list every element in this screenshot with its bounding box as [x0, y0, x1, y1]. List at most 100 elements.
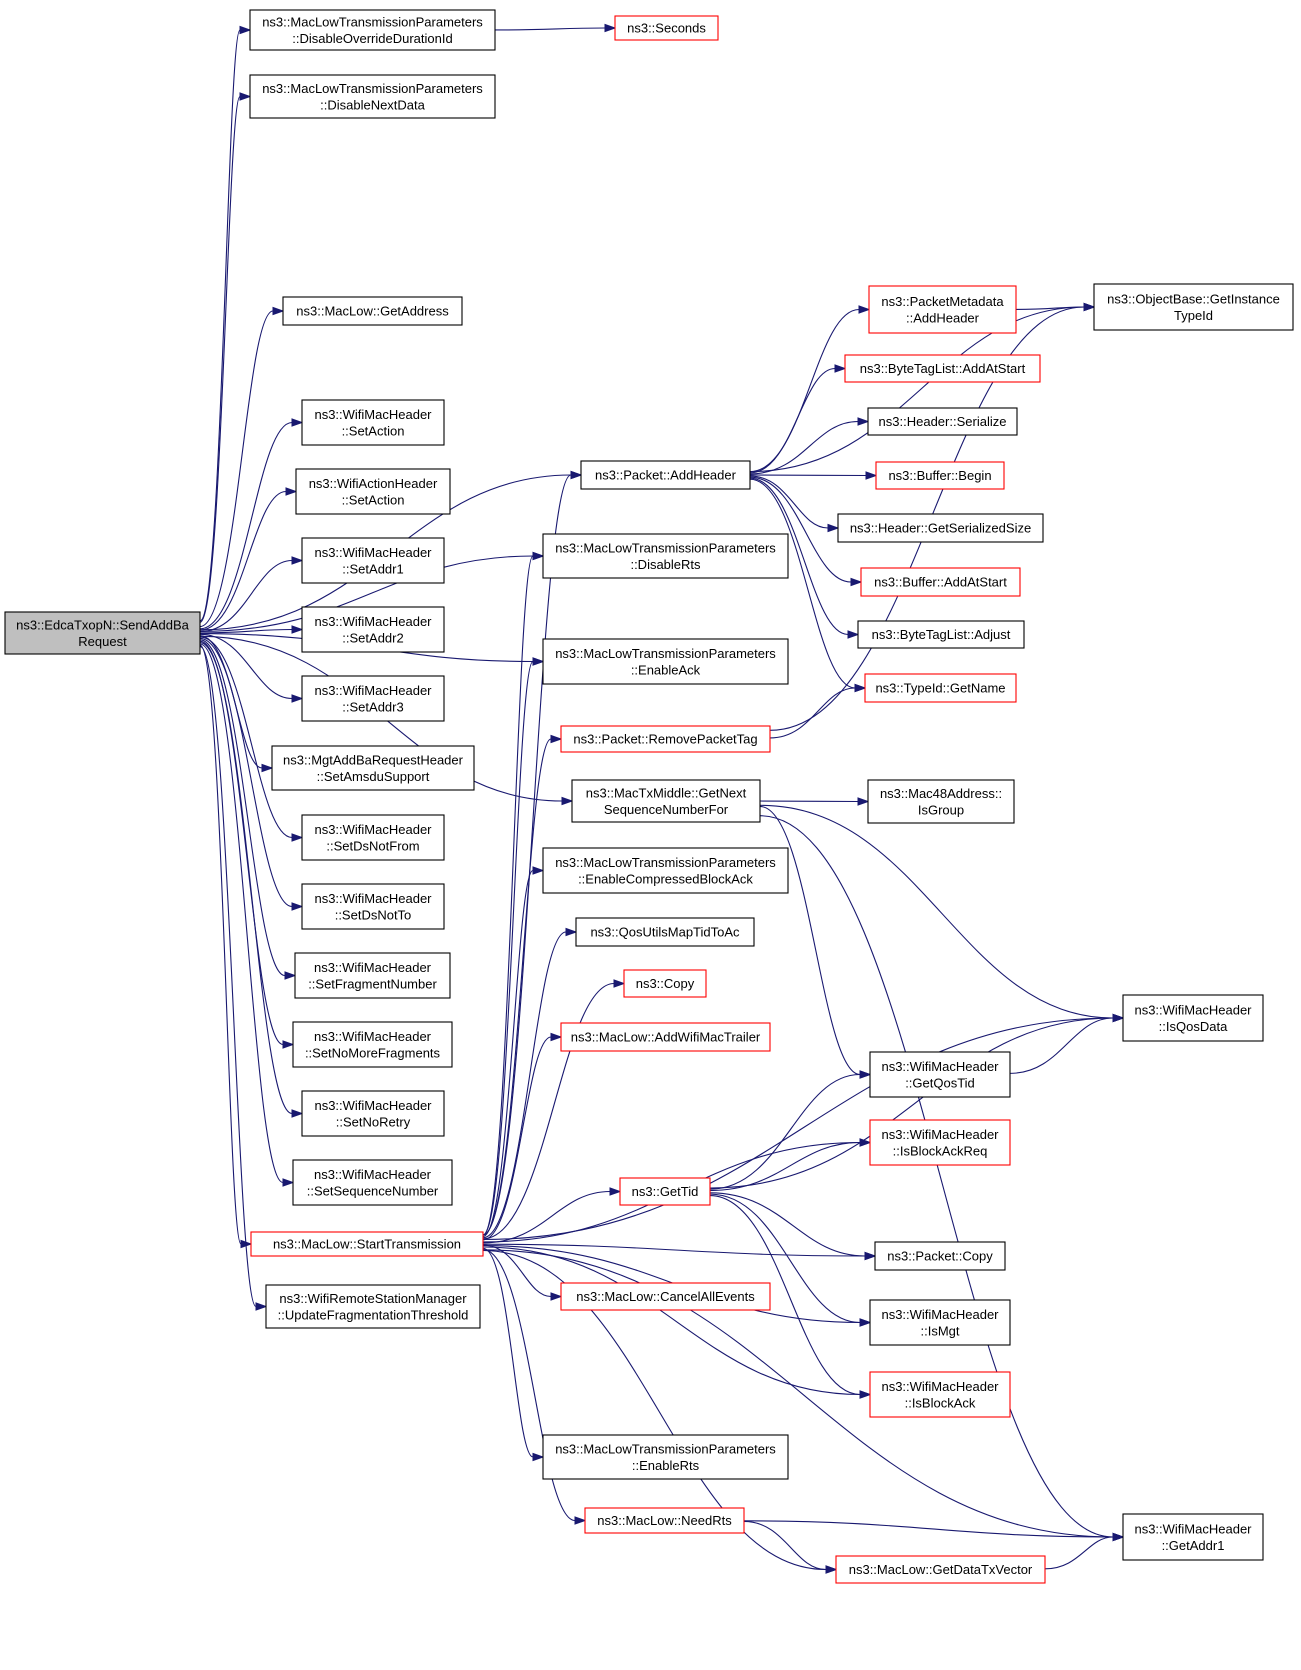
node-box: [560, 1282, 771, 1311]
node-disable-rts[interactable]: ns3::MacLowTransmissionParameters::Disab…: [542, 533, 789, 579]
node-label-line: ns3::ByteTagList::AddAtStart: [860, 361, 1026, 376]
node-start-transmission[interactable]: ns3::MacLow::StartTransmission: [250, 1231, 484, 1257]
node-set-sequence-number[interactable]: ns3::WifiMacHeader::SetSequenceNumber: [292, 1159, 453, 1206]
edge-line: [759, 815, 1114, 1538]
edge-line: [709, 1195, 861, 1396]
edge-line: [482, 1249, 827, 1571]
node-packet-add-header[interactable]: ns3::Packet::AddHeader: [580, 460, 751, 490]
edge-get-next-seq-num-to-get-qos-tid: [759, 805, 872, 1079]
arrowhead: [532, 551, 545, 561]
node-set-no-retry[interactable]: ns3::WifiMacHeader::SetNoRetry: [301, 1090, 445, 1137]
node-enable-rts[interactable]: ns3::MacLowTransmissionParameters::Enabl…: [542, 1434, 789, 1480]
node-get-addr1[interactable]: ns3::WifiMacHeader::GetAddr1: [1122, 1513, 1264, 1561]
arrowhead: [272, 306, 285, 316]
node-box: [295, 468, 451, 515]
node-label-line: ::EnableRts: [632, 1458, 700, 1473]
edge-line: [743, 1520, 1114, 1538]
node-enable-ack[interactable]: ns3::MacLowTransmissionParameters::Enabl…: [542, 638, 789, 685]
node-need-rts[interactable]: ns3::MacLow::NeedRts: [584, 1507, 745, 1534]
node-get-address[interactable]: ns3::MacLow::GetAddress: [282, 296, 463, 326]
arrowhead: [604, 23, 617, 33]
node-wmh-set-action[interactable]: ns3::WifiMacHeader::SetAction: [301, 399, 445, 446]
node-label-line: ns3::MacTxMiddle::GetNext: [586, 785, 747, 800]
node-btl-add-at-start[interactable]: ns3::ByteTagList::AddAtStart: [844, 354, 1041, 383]
edge-need-rts-to-get-data-tx-vector: [743, 1520, 838, 1574]
node-disable-override-duration-id[interactable]: ns3::MacLowTransmissionParameters::Disab…: [249, 9, 496, 51]
node-type-id-get-name[interactable]: ns3::TypeId::GetName: [864, 673, 1017, 703]
node-box: [875, 461, 1005, 490]
edge-root-to-set-no-retry: [199, 642, 304, 1118]
arrowhead: [532, 1452, 545, 1462]
arrowhead: [550, 1032, 563, 1042]
node-buffer-begin[interactable]: ns3::Buffer::Begin: [875, 461, 1005, 490]
node-box: [560, 1022, 771, 1052]
node-header-serialize[interactable]: ns3::Header::Serialize: [867, 407, 1018, 436]
node-is-qos-data[interactable]: ns3::WifiMacHeader::IsQosData: [1122, 994, 1264, 1042]
node-wah-set-action[interactable]: ns3::WifiActionHeader::SetAction: [295, 468, 451, 515]
node-box: [294, 952, 451, 999]
node-mac48-is-group[interactable]: ns3::Mac48Address::IsGroup: [867, 779, 1015, 824]
node-set-ds-not-to[interactable]: ns3::WifiMacHeader::SetDsNotTo: [301, 883, 445, 930]
node-set-amsdu-support[interactable]: ns3::MgtAddBaRequestHeader::SetAmsduSupp…: [271, 745, 475, 791]
node-label-line: ns3::WifiMacHeader: [314, 545, 432, 560]
edge-root-to-wah-set-action: [199, 487, 298, 631]
edge-get-next-seq-num-to-get-addr1: [759, 815, 1125, 1542]
node-set-addr1[interactable]: ns3::WifiMacHeader::SetAddr1: [301, 537, 445, 584]
node-get-tid[interactable]: ns3::GetTid: [619, 1177, 711, 1206]
node-cancel-all-events[interactable]: ns3::MacLow::CancelAllEvents: [560, 1282, 771, 1311]
node-remove-packet-tag[interactable]: ns3::Packet::RemovePacketTag: [560, 725, 771, 753]
node-is-mgt[interactable]: ns3::WifiMacHeader::IsMgt: [869, 1299, 1011, 1346]
node-box: [250, 1231, 484, 1257]
node-box: [542, 533, 789, 579]
node-copy[interactable]: ns3::Copy: [623, 969, 707, 998]
node-label-line: ns3::MacLow::StartTransmission: [273, 1237, 461, 1252]
node-qos-utils-map-tid-to-ac[interactable]: ns3::QosUtilsMapTidToAc: [575, 917, 755, 947]
node-packet-copy[interactable]: ns3::Packet::Copy: [874, 1241, 1006, 1271]
node-set-addr3[interactable]: ns3::WifiMacHeader::SetAddr3: [301, 675, 445, 722]
node-btl-adjust[interactable]: ns3::ByteTagList::Adjust: [857, 620, 1025, 649]
edge-start-transmission-to-add-wifi-mac-trailer: [482, 1032, 563, 1241]
node-box: [844, 354, 1041, 383]
node-label-line: ns3::WifiMacHeader: [314, 1167, 432, 1182]
node-box: [542, 638, 789, 685]
node-add-wifi-mac-trailer[interactable]: ns3::MacLow::AddWifiMacTrailer: [560, 1022, 771, 1052]
edge-get-tid-to-is-mgt: [709, 1193, 872, 1327]
node-enable-compressed-block-ack[interactable]: ns3::MacLowTransmissionParameters::Enabl…: [542, 847, 789, 894]
node-pm-add-header[interactable]: ns3::PacketMetadata::AddHeader: [868, 285, 1017, 334]
node-seconds[interactable]: ns3::Seconds: [614, 15, 719, 41]
node-set-addr2[interactable]: ns3::WifiMacHeader::SetAddr2: [301, 606, 445, 653]
edge-root-to-disable-override-duration-id: [199, 25, 252, 622]
node-header-get-serialized-size[interactable]: ns3::Header::GetSerializedSize: [837, 513, 1044, 543]
node-set-no-more-fragments[interactable]: ns3::WifiMacHeader::SetNoMoreFragments: [292, 1021, 453, 1068]
arrowhead: [1112, 1532, 1125, 1542]
node-label-line: ns3::Buffer::AddAtStart: [874, 575, 1007, 590]
edge-get-tid-to-get-qos-tid: [709, 1070, 872, 1190]
edge-start-transmission-to-qos-utils-map-tid-to-ac: [482, 927, 578, 1239]
edge-root-to-update-frag-threshold: [199, 645, 268, 1311]
arrowhead: [827, 523, 840, 533]
node-label-line: ns3::WifiRemoteStationManager: [279, 1291, 467, 1306]
node-set-fragment-number[interactable]: ns3::WifiMacHeader::SetFragmentNumber: [294, 952, 451, 999]
node-is-block-ack[interactable]: ns3::WifiMacHeader::IsBlockAck: [869, 1371, 1011, 1418]
node-get-qos-tid[interactable]: ns3::WifiMacHeader::GetQosTid: [869, 1051, 1011, 1098]
arrowhead: [859, 1318, 872, 1327]
edge-get-next-seq-num-to-is-qos-data: [759, 804, 1125, 1023]
node-disable-next-data[interactable]: ns3::MacLowTransmissionParameters::Disab…: [249, 74, 496, 119]
node-get-data-tx-vector[interactable]: ns3::MacLow::GetDataTxVector: [835, 1555, 1046, 1584]
node-label-line: ns3::GetTid: [632, 1184, 699, 1199]
node-update-frag-threshold[interactable]: ns3::WifiRemoteStationManager::UpdateFra…: [265, 1284, 481, 1329]
node-label-line: ::SetDsNotFrom: [326, 838, 419, 853]
node-buffer-add-at-start[interactable]: ns3::Buffer::AddAtStart: [860, 567, 1021, 597]
edge-line: [709, 1017, 1114, 1189]
edge-start-transmission-to-remove-packet-tag: [482, 734, 563, 1236]
node-is-block-ack-req[interactable]: ns3::WifiMacHeader::IsBlockAckReq: [869, 1119, 1011, 1166]
edge-get-tid-to-is-qos-data: [709, 1013, 1125, 1189]
edge-root-to-set-addr2: [199, 625, 304, 634]
edge-line: [482, 1243, 866, 1257]
node-set-ds-not-from[interactable]: ns3::WifiMacHeader::SetDsNotFrom: [301, 814, 445, 861]
node-get-next-seq-num[interactable]: ns3::MacTxMiddle::GetNextSequenceNumberF…: [571, 779, 761, 823]
node-label-line: ns3::Buffer::Begin: [888, 468, 991, 483]
edge-need-rts-to-get-addr1: [743, 1520, 1125, 1542]
